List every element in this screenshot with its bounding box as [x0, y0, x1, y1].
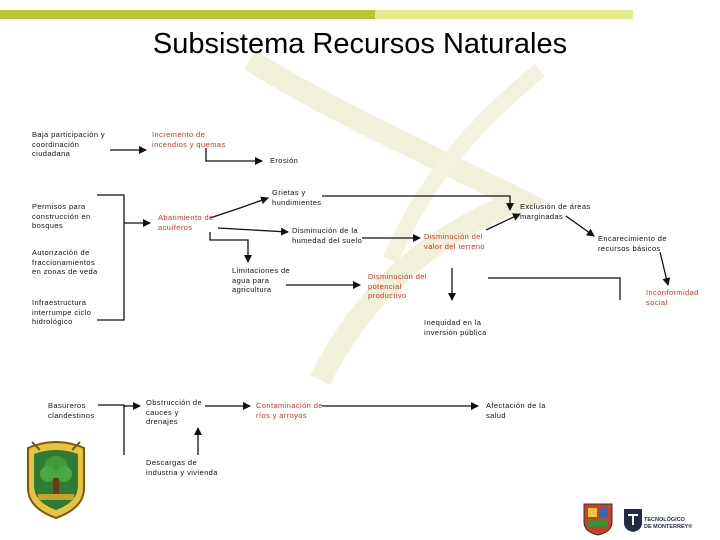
arrow: [488, 277, 621, 300]
node-infraestructura: Infraestructura interrumpe ciclo hidroló…: [32, 298, 92, 326]
node-inequidad: Inequidad en la inversión pública: [424, 318, 487, 337]
arrow: [659, 251, 671, 286]
arrow: [217, 227, 289, 236]
municipal-crest-logo: [27, 441, 85, 520]
node-obstruccion: Obstrucción de cauces y drenajes: [146, 398, 203, 426]
arrow: [209, 232, 252, 263]
node-grietas: Grietas y hundimientes: [272, 188, 322, 207]
node-permisos: Permisos para construcción en bosques: [32, 202, 91, 230]
node-disminucion-potencial: Disminución del potencial productivo: [368, 272, 427, 300]
node-basureros: Basureros clandestinos: [48, 401, 95, 420]
node-afectacion: Afectación de la salud: [486, 401, 546, 420]
tec-monterrey-wordmark: TECNOLÓGICO DE MONTERREY®: [644, 517, 693, 530]
node-incremento-incendios: Incremento de incendios y quemas: [152, 130, 226, 149]
node-erosion: Erosión: [270, 156, 299, 165]
header-band-light: [375, 10, 633, 19]
node-baja-participacion: Baja participación y coordinación ciudad…: [32, 130, 106, 158]
arrow: [565, 215, 595, 237]
arrow: [98, 404, 125, 455]
arrow: [97, 194, 125, 321]
node-inconformidad: Inconformidad social: [646, 288, 699, 307]
arrow: [205, 148, 263, 165]
node-exclusion: Exclusión de áreas marginadas: [520, 202, 591, 221]
arrow: [485, 213, 521, 231]
node-encarecimiento: Encarecimiento de recursos básicos: [598, 234, 667, 253]
header-band: [0, 10, 375, 19]
arrow: [209, 196, 269, 219]
node-contaminacion: Contaminación de ríos y arroyos: [256, 401, 323, 420]
tec-monterrey-logo-icon: [624, 509, 642, 532]
arrow: [322, 195, 514, 211]
node-abatimiento: Abatimiento de acuíferos: [158, 213, 214, 232]
page-title: Subsistema Recursos Naturales: [152, 28, 568, 60]
shield-logo: [583, 503, 613, 536]
node-descargas: Descargas de industria y vivienda: [146, 458, 218, 477]
node-disminucion-humedad: Disminución de la humedad del suelo: [292, 226, 363, 245]
node-limitaciones: Limitaciones de agua para agricultura: [232, 266, 291, 294]
node-disminucion-valor: Disminución del valor del terreno: [424, 232, 485, 251]
node-autorizacion: Autorización de fraccionamientos en zona…: [32, 248, 98, 276]
